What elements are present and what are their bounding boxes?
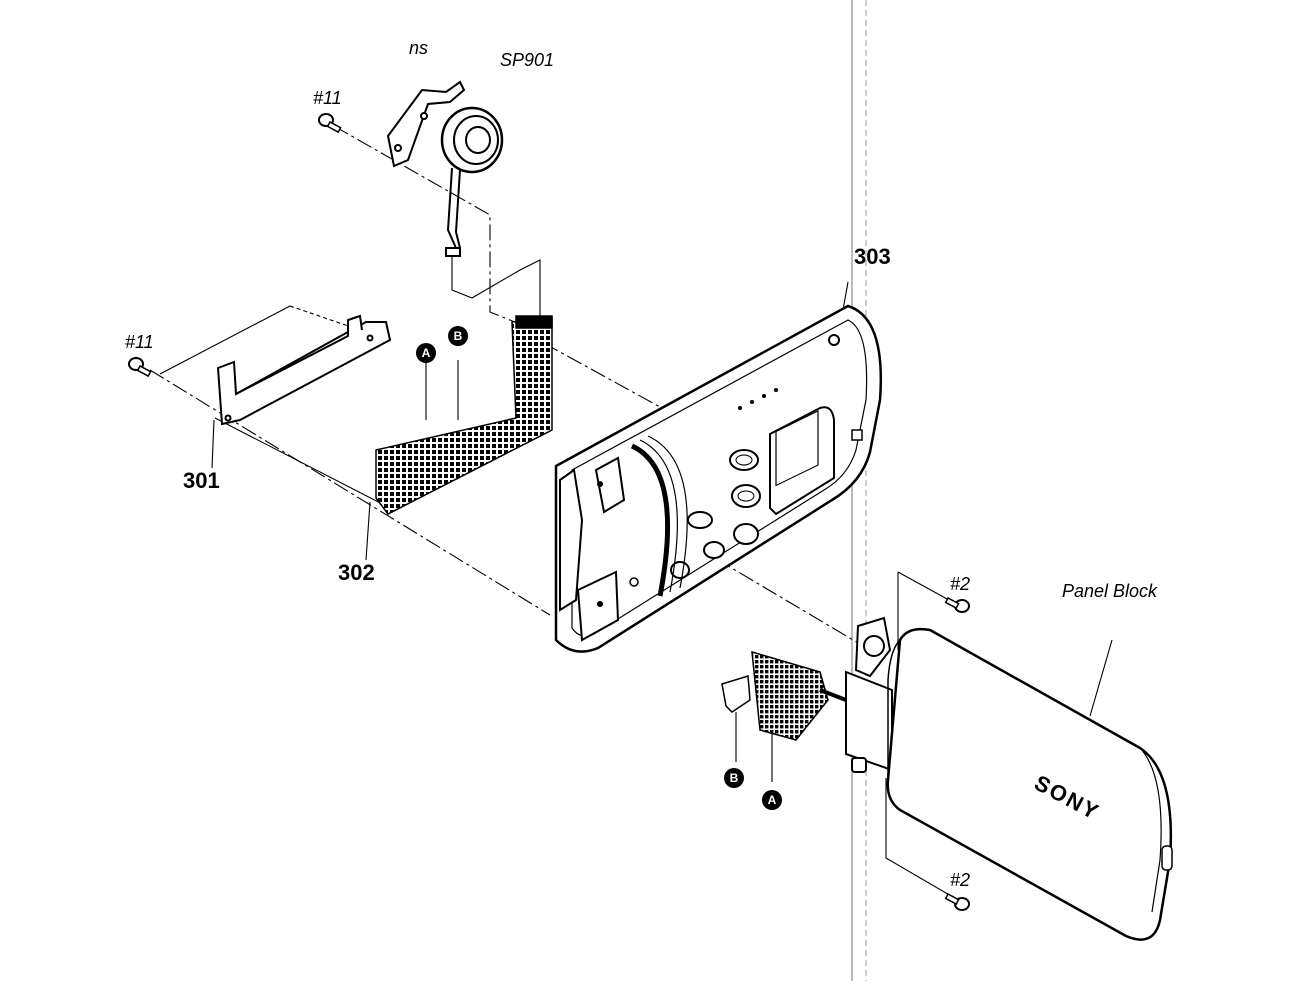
screw-11-left <box>128 357 152 378</box>
panel-block <box>886 627 1173 941</box>
sp901-speaker <box>440 106 504 257</box>
flex-302 <box>375 315 553 515</box>
screw-11-top <box>318 113 342 134</box>
label-part-302: 302 <box>338 560 375 585</box>
hinge-assembly <box>845 616 893 773</box>
label-panel-block: Panel Block <box>1062 581 1158 601</box>
marker-b-left: B <box>448 326 468 346</box>
bracket-301 <box>216 314 392 426</box>
label-sp901: SP901 <box>500 50 555 70</box>
screw-2-bottom <box>944 892 970 911</box>
marker-a-left: A <box>416 343 436 363</box>
label-part-301: 301 <box>183 468 220 493</box>
label-ns: ns <box>409 38 429 58</box>
label-screw-2-top: #2 <box>950 574 971 594</box>
ns-bracket <box>386 80 466 168</box>
label-screw-11-left: #11 <box>125 332 154 352</box>
marker-a-right: A <box>762 790 782 810</box>
marker-b-right: B <box>724 768 744 788</box>
label-part-303: 303 <box>854 244 891 269</box>
label-screw-11-top: #11 <box>313 88 342 108</box>
screw-2-top <box>944 596 970 613</box>
frame-303 <box>554 304 882 653</box>
flex-right <box>721 650 847 741</box>
label-screw-2-bottom: #2 <box>950 870 971 890</box>
fold-line <box>851 0 867 981</box>
